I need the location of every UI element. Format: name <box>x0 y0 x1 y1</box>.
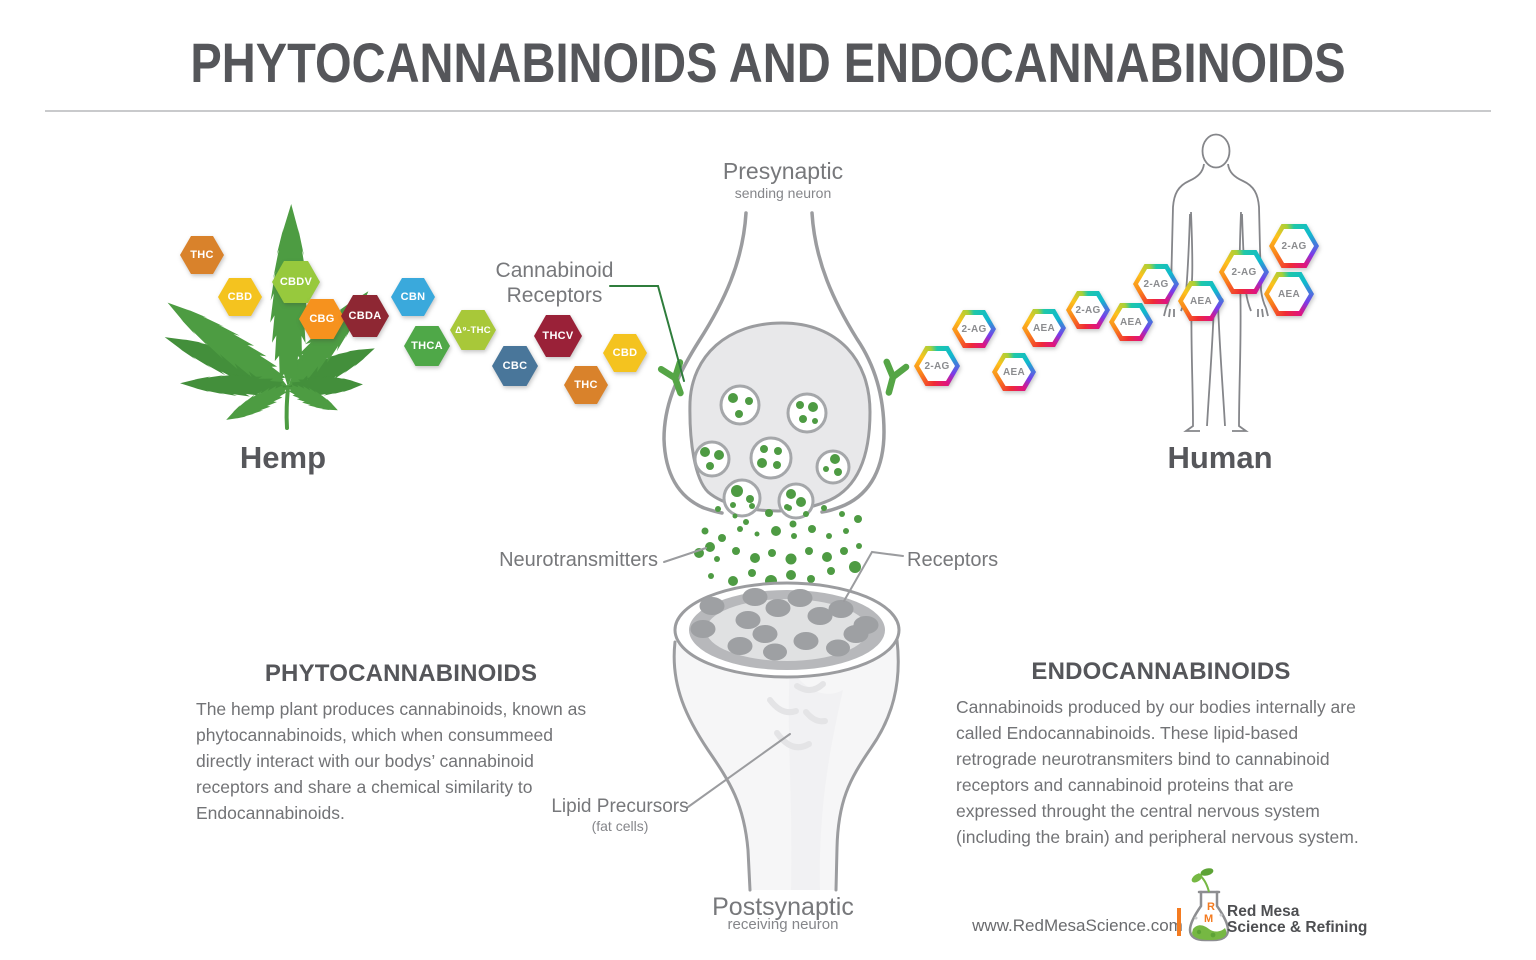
leader-lines <box>609 285 904 808</box>
endo-hexagon-label: AEA <box>1032 322 1055 334</box>
red-mesa-logo: R M <box>1188 868 1230 942</box>
endo-hexagon-label: AEA <box>1002 366 1025 378</box>
lipid-precursors-sublabel: (fat cells) <box>591 818 649 834</box>
website-url: www.RedMesaScience.com <box>972 916 1183 935</box>
endo-hexagon-label: 2-AG <box>961 323 987 335</box>
endo-hexagon-label: 2-AG <box>1231 266 1257 278</box>
endo-hexagon-label: 2-AG <box>924 360 950 372</box>
lipid-precursors-label: Lipid Precursors <box>551 796 689 817</box>
endo-hexagon-AEA: AEA <box>1109 303 1153 341</box>
phyto-hexagon-label: THCV <box>542 330 574 342</box>
phyto-hexagon-THC: Δ⁹-THC <box>450 310 496 350</box>
presynaptic-neuron-illustration <box>662 211 886 520</box>
page-title: PHYTOCANNABINOIDS AND ENDOCANNABINOIDS <box>190 31 1346 94</box>
phyto-hexagon-label: CBD <box>227 291 253 303</box>
phyto-hexagon-CBDA: CBDA <box>341 295 389 337</box>
phyto-hexagon-THC: THC <box>180 236 224 274</box>
hemp-label: Hemp <box>239 440 327 475</box>
brand-name: Red Mesa Science & Refining <box>1227 904 1367 936</box>
phyto-hexagon-label: CBN <box>400 291 426 303</box>
endo-hexagon-2AG: 2-AG <box>1269 224 1319 268</box>
receptor-dots <box>690 588 879 661</box>
endo-hexagon-AEA: AEA <box>992 353 1036 391</box>
phyto-hexagon-CBG: CBG <box>299 299 345 339</box>
phyto-hexagon-CBD: CBD <box>218 278 262 316</box>
presynaptic-label: Presynaptic <box>722 158 844 184</box>
endo-hexagon-AEA: AEA <box>1178 281 1224 321</box>
phyto-hexagon-label: THCA <box>411 340 443 352</box>
postsynaptic-neuron-illustration <box>672 581 901 892</box>
phyto-hexagon-CBN: CBN <box>391 278 435 316</box>
phyto-hexagon-label: THC <box>574 379 598 391</box>
presynaptic-sublabel: sending neuron <box>734 185 832 201</box>
cannabinoid-receptor-right <box>883 358 910 396</box>
phyto-hexagon-CBC: CBC <box>492 346 538 386</box>
endocannabinoids-section: ENDOCANNABINOIDS Cannabinoids produced b… <box>956 658 1366 850</box>
endo-hexagon-2AG: 2-AG <box>1219 250 1269 294</box>
phyto-hexagon-label: CBG <box>309 313 335 325</box>
svg-text:R: R <box>1207 901 1215 913</box>
endo-hexagon-2AG: 2-AG <box>914 346 960 386</box>
logo-leaf-icon <box>1191 868 1214 883</box>
phytocannabinoids-section: PHYTOCANNABINOIDS The hemp plant produce… <box>196 660 606 826</box>
endo-hexagon-label: 2-AG <box>1143 278 1169 290</box>
hemp-leaf-illustration <box>159 203 380 430</box>
footer-separator <box>1177 908 1181 936</box>
phyto-hexagon-THCA: THCA <box>404 326 450 366</box>
title-divider <box>45 110 1491 112</box>
endo-hexagon-label: 2-AG <box>1075 304 1101 316</box>
endo-hexagon-AEA: AEA <box>1264 272 1314 316</box>
brand-line2: Science & Refining <box>1227 919 1368 936</box>
neurotransmitters-label: Neurotransmitters <box>499 549 658 571</box>
phytocannabinoids-heading: PHYTOCANNABINOIDS <box>264 660 538 687</box>
phyto-hexagon-label: CBDV <box>279 276 313 288</box>
phyto-hexagon-label: Δ⁹-THC <box>455 324 491 336</box>
brand-line1: Red Mesa <box>1227 903 1300 920</box>
postsynaptic-label: Postsynaptic <box>712 893 854 921</box>
phyto-hexagon-label: CBD <box>612 347 638 359</box>
phyto-hexagon-THCV: THCV <box>534 315 582 357</box>
phyto-hexagon-label: CBDA <box>348 310 382 322</box>
phytocannabinoids-body: The hemp plant produces cannabinoids, kn… <box>196 699 587 823</box>
endo-hexagon-label: AEA <box>1189 295 1212 307</box>
human-label: Human <box>1167 440 1273 475</box>
endo-hexagon-2AG: 2-AG <box>1133 264 1179 304</box>
phyto-hexagon-label: CBC <box>502 360 528 372</box>
endo-hexagon-label: AEA <box>1119 316 1142 328</box>
endocannabinoids-body: Cannabinoids produced by our bodies inte… <box>956 697 1359 847</box>
cannabinoid-receptors-label: Cannabinoid Receptors <box>495 259 614 307</box>
endo-hexagon-2AG: 2-AG <box>1066 291 1110 329</box>
svg-text:M: M <box>1204 913 1213 925</box>
fat-cells-marks <box>767 681 828 751</box>
phyto-hexagon-label: THC <box>190 249 214 261</box>
phyto-hexagon-CBDV: CBDV <box>272 261 320 303</box>
endo-hexagon-2AG: 2-AG <box>952 310 996 348</box>
endo-hexagon-label: AEA <box>1277 288 1300 300</box>
endo-hexagon-label: 2-AG <box>1281 240 1307 252</box>
receptors-label: Receptors <box>907 549 999 571</box>
endo-hexagon-AEA: AEA <box>1022 309 1066 347</box>
postsynaptic-sublabel: receiving neuron <box>727 916 839 933</box>
phyto-hexagon-CBD: CBD <box>603 334 647 372</box>
phyto-hexagon-THC: THC <box>564 366 608 404</box>
endocannabinoids-heading: ENDOCANNABINOIDS <box>1031 658 1291 685</box>
